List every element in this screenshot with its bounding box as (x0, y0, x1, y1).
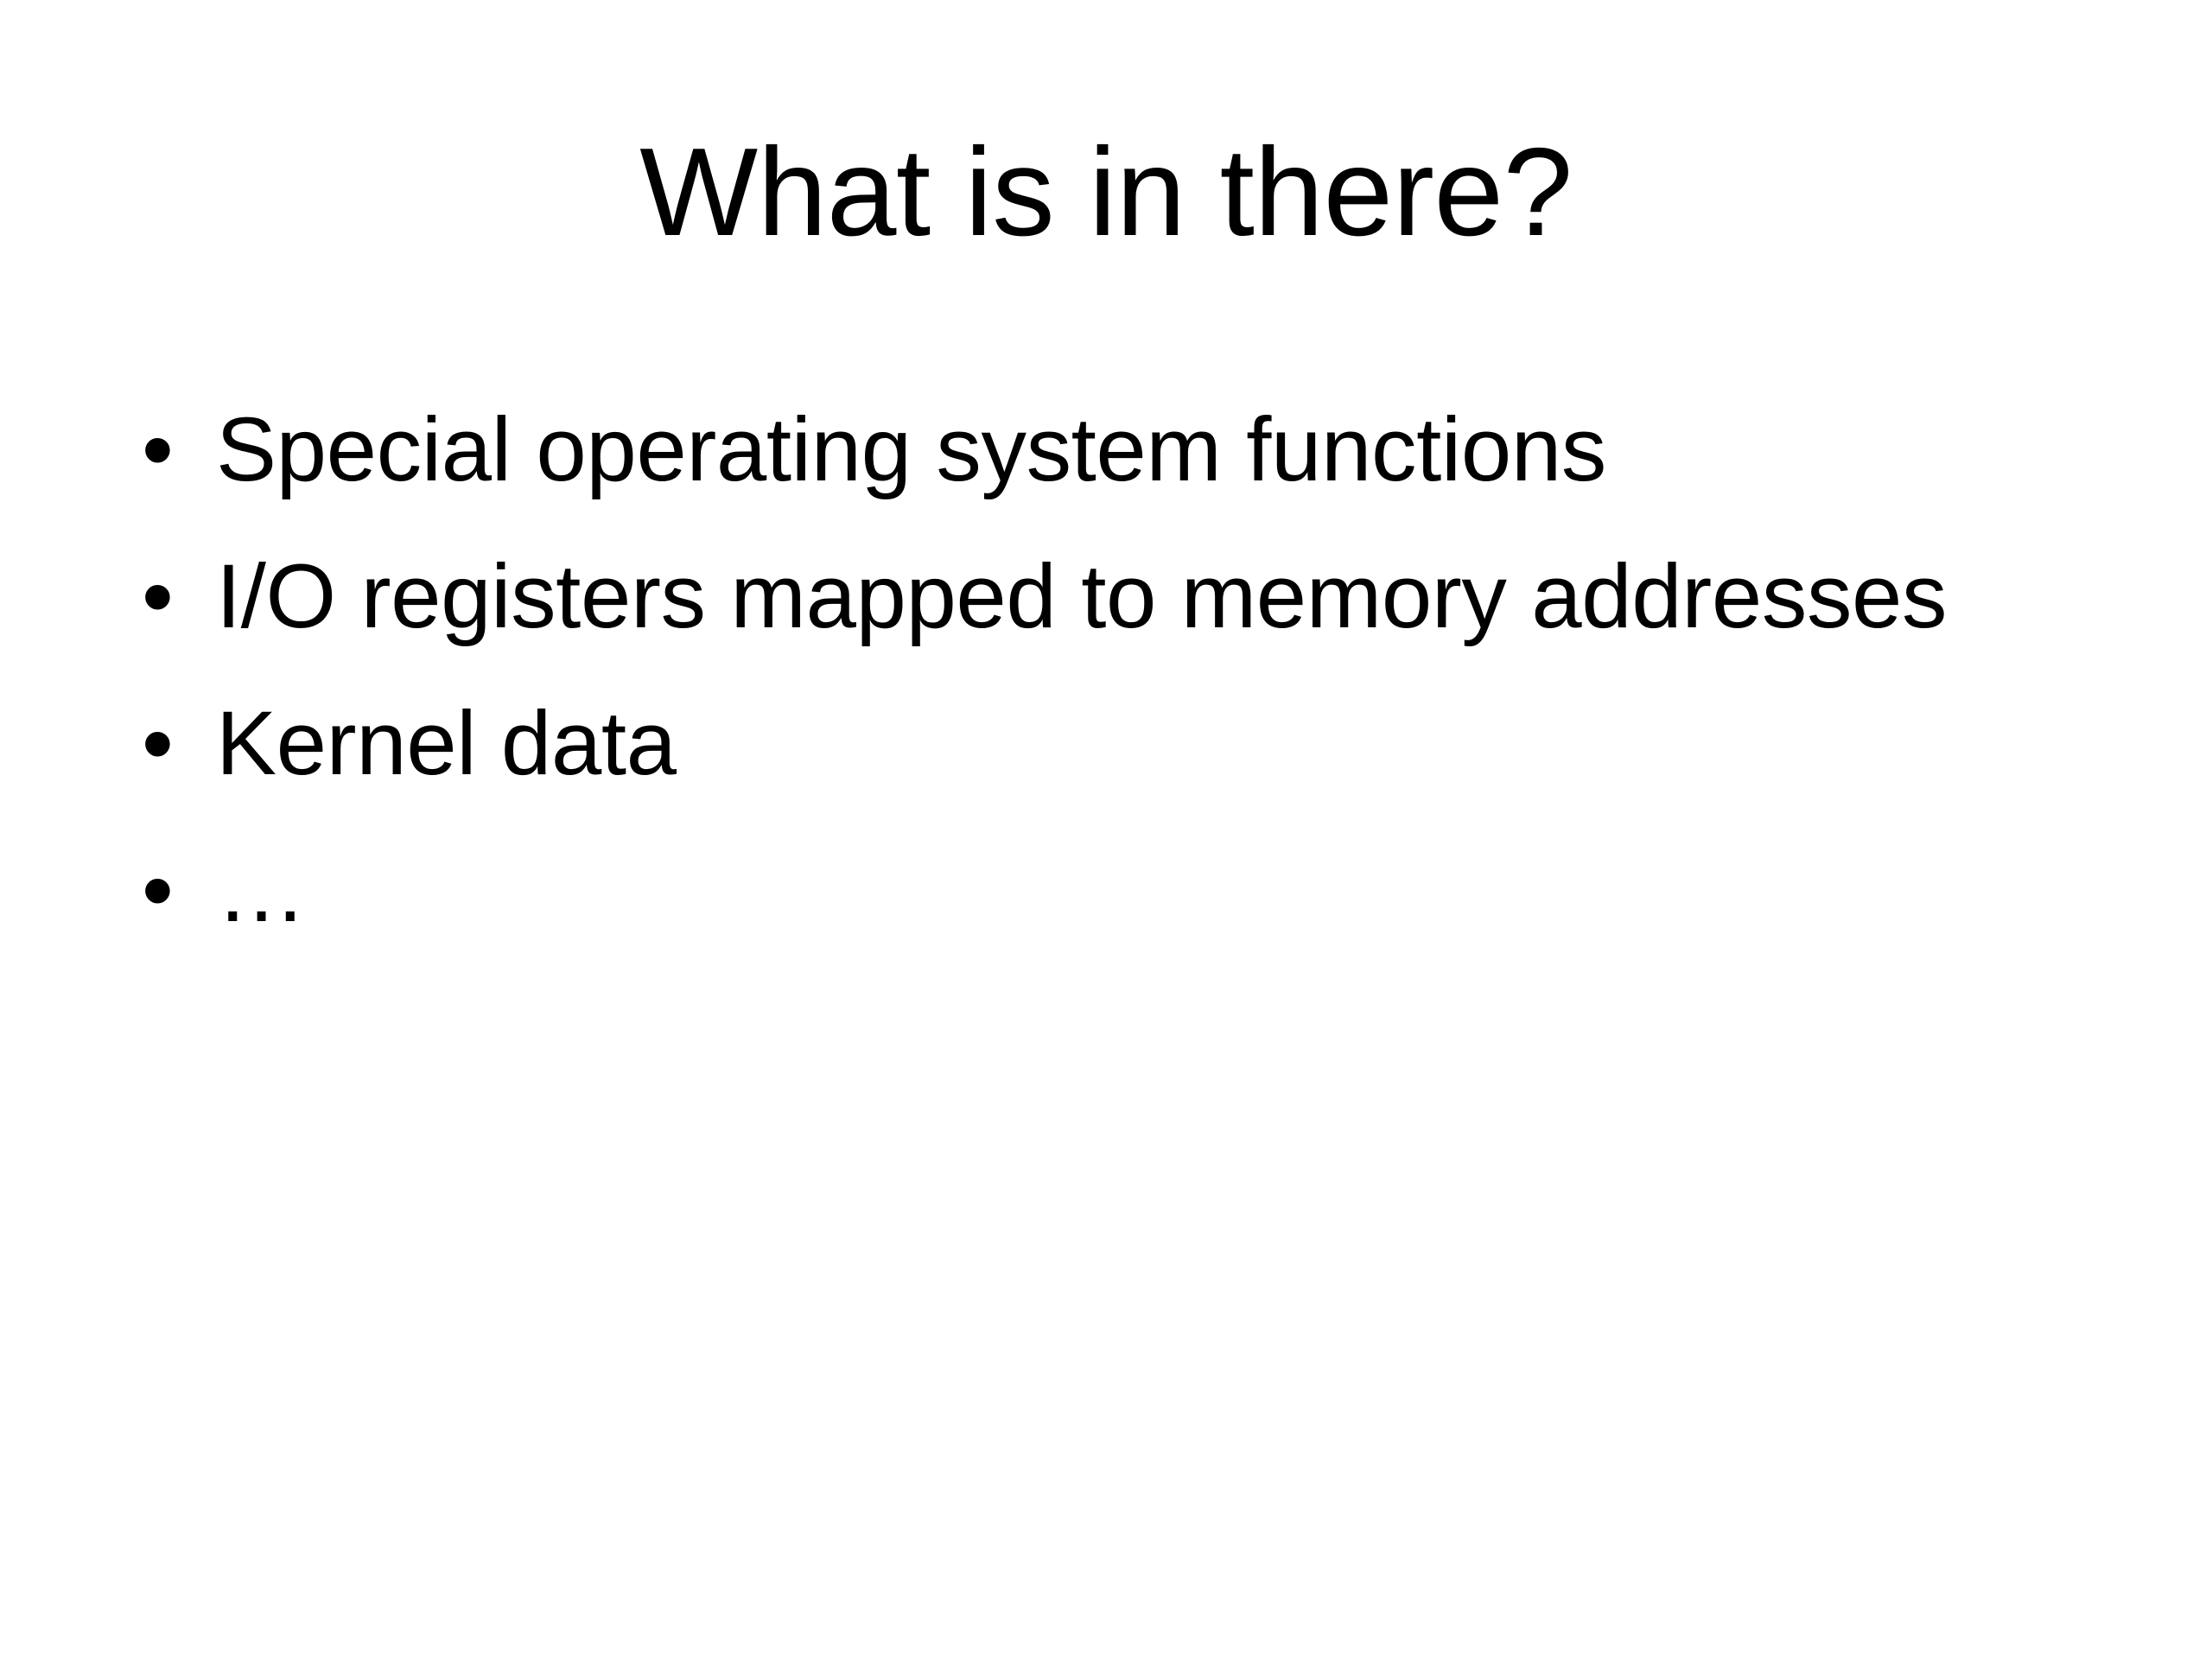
bullet-icon: • (142, 546, 174, 647)
list-item-label: I/O registers mapped to memory addresses (216, 546, 1948, 647)
list-item: • I/O registers mapped to memory address… (130, 546, 2100, 693)
bullet-icon: • (142, 840, 174, 941)
list-item: • Kernel data (130, 693, 2100, 840)
bullet-icon: • (142, 693, 174, 794)
list-item: • Special operating system functions (130, 399, 2100, 546)
list-item: • … (130, 840, 2100, 987)
bullet-icon: • (142, 399, 174, 500)
page-title: What is in there? (639, 122, 1573, 262)
list-item-label: … (216, 840, 308, 941)
list-item-label: Kernel data (216, 693, 677, 794)
bullet-list: • Special operating system functions • I… (130, 399, 2100, 987)
list-item-label: Special operating system functions (216, 399, 1606, 500)
